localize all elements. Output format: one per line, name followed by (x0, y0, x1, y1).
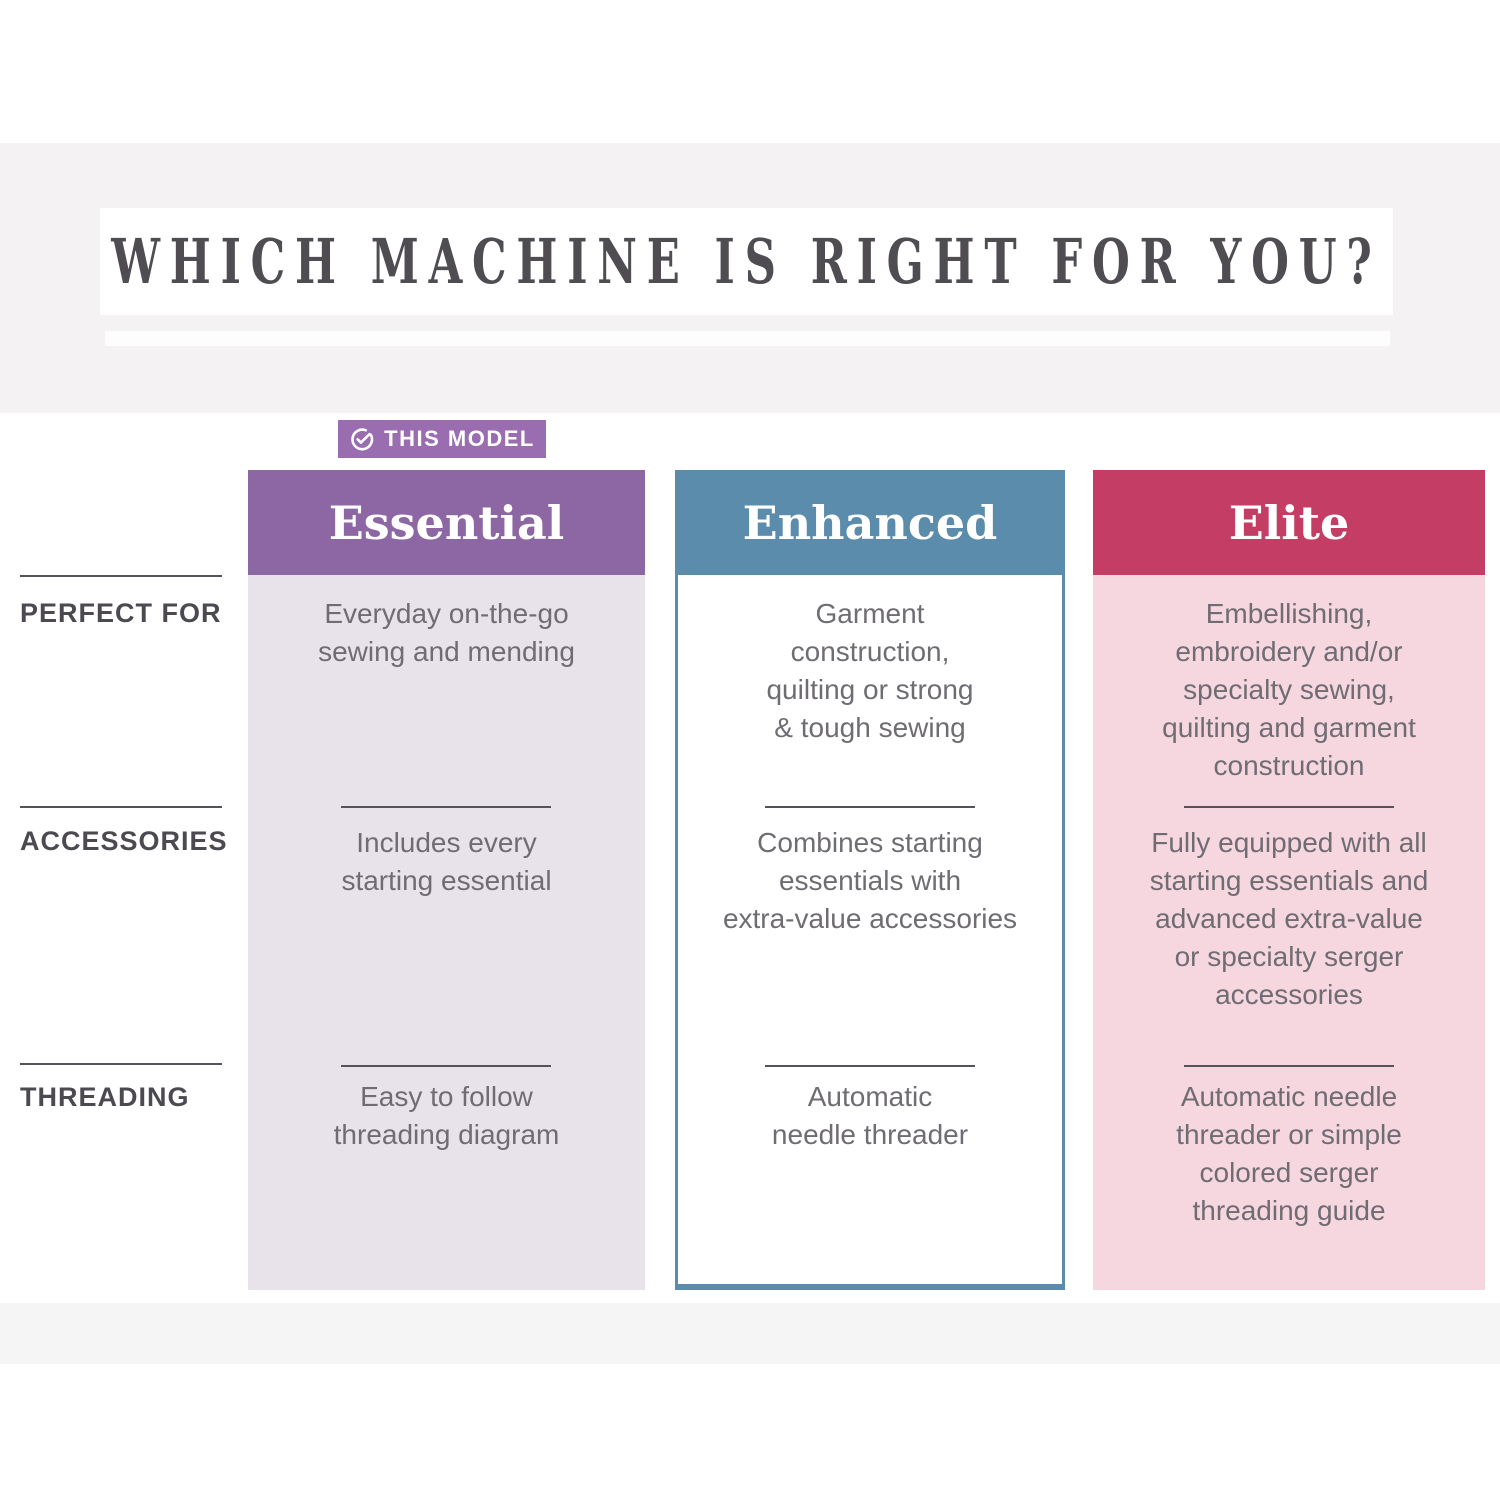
cell-elite-perfect-for: Embellishing, embroidery and/or specialt… (1162, 598, 1416, 782)
background-band-bottom (0, 1303, 1500, 1364)
cell-essential-accessories: Includes every starting essential (341, 827, 552, 897)
cell-enhanced-threading: Automatic needle threader (771, 1081, 969, 1151)
row-rule-accessories (20, 806, 222, 808)
row-label-accessories: ACCESSORIES (20, 826, 228, 856)
divider-enhanced-threading (765, 1065, 975, 1067)
this-model-label: THIS MODEL (384, 426, 535, 451)
cell-elite-accessories: Fully equipped with all starting essenti… (1149, 827, 1429, 1011)
cell-essential-perfect-for: Everyday on-the-go sewing and mending (318, 598, 575, 668)
page-title: WHICH MACHINE IS RIGHT FOR YOU? (111, 225, 1382, 298)
divider-elite-accessories (1184, 806, 1394, 808)
divider-elite-threading (1184, 1065, 1394, 1067)
divider-enhanced-accessories (765, 806, 975, 808)
cell-enhanced-accessories: Combines starting essentials with extra-… (722, 827, 1018, 935)
divider-essential-accessories (341, 806, 551, 808)
column-body-enhanced (675, 575, 1065, 1290)
row-rule-perfect-for (20, 575, 222, 577)
column-header-elite: Elite (1093, 470, 1485, 575)
column-header-enhanced: Enhanced (675, 470, 1065, 575)
column-header-essential: Essential (248, 470, 645, 575)
this-model-badge: THIS MODEL (338, 420, 546, 458)
column-body-elite (1093, 575, 1485, 1290)
cell-enhanced-perfect-for: Garment construction, quilting or strong… (766, 598, 974, 744)
cell-essential-threading: Easy to follow threading diagram (333, 1081, 560, 1151)
column-body-essential (248, 575, 645, 1290)
cell-elite-threading: Automatic needle threader or simple colo… (1176, 1081, 1402, 1227)
row-label-perfect-for: PERFECT FOR (20, 598, 222, 628)
title-banner: WHICH MACHINE IS RIGHT FOR YOU? (100, 208, 1393, 315)
check-circle-icon (351, 428, 374, 451)
divider-essential-threading (341, 1065, 551, 1067)
row-label-threading: THREADING (20, 1082, 190, 1112)
title-banner-shadow (105, 331, 1390, 346)
row-rule-threading (20, 1063, 222, 1065)
